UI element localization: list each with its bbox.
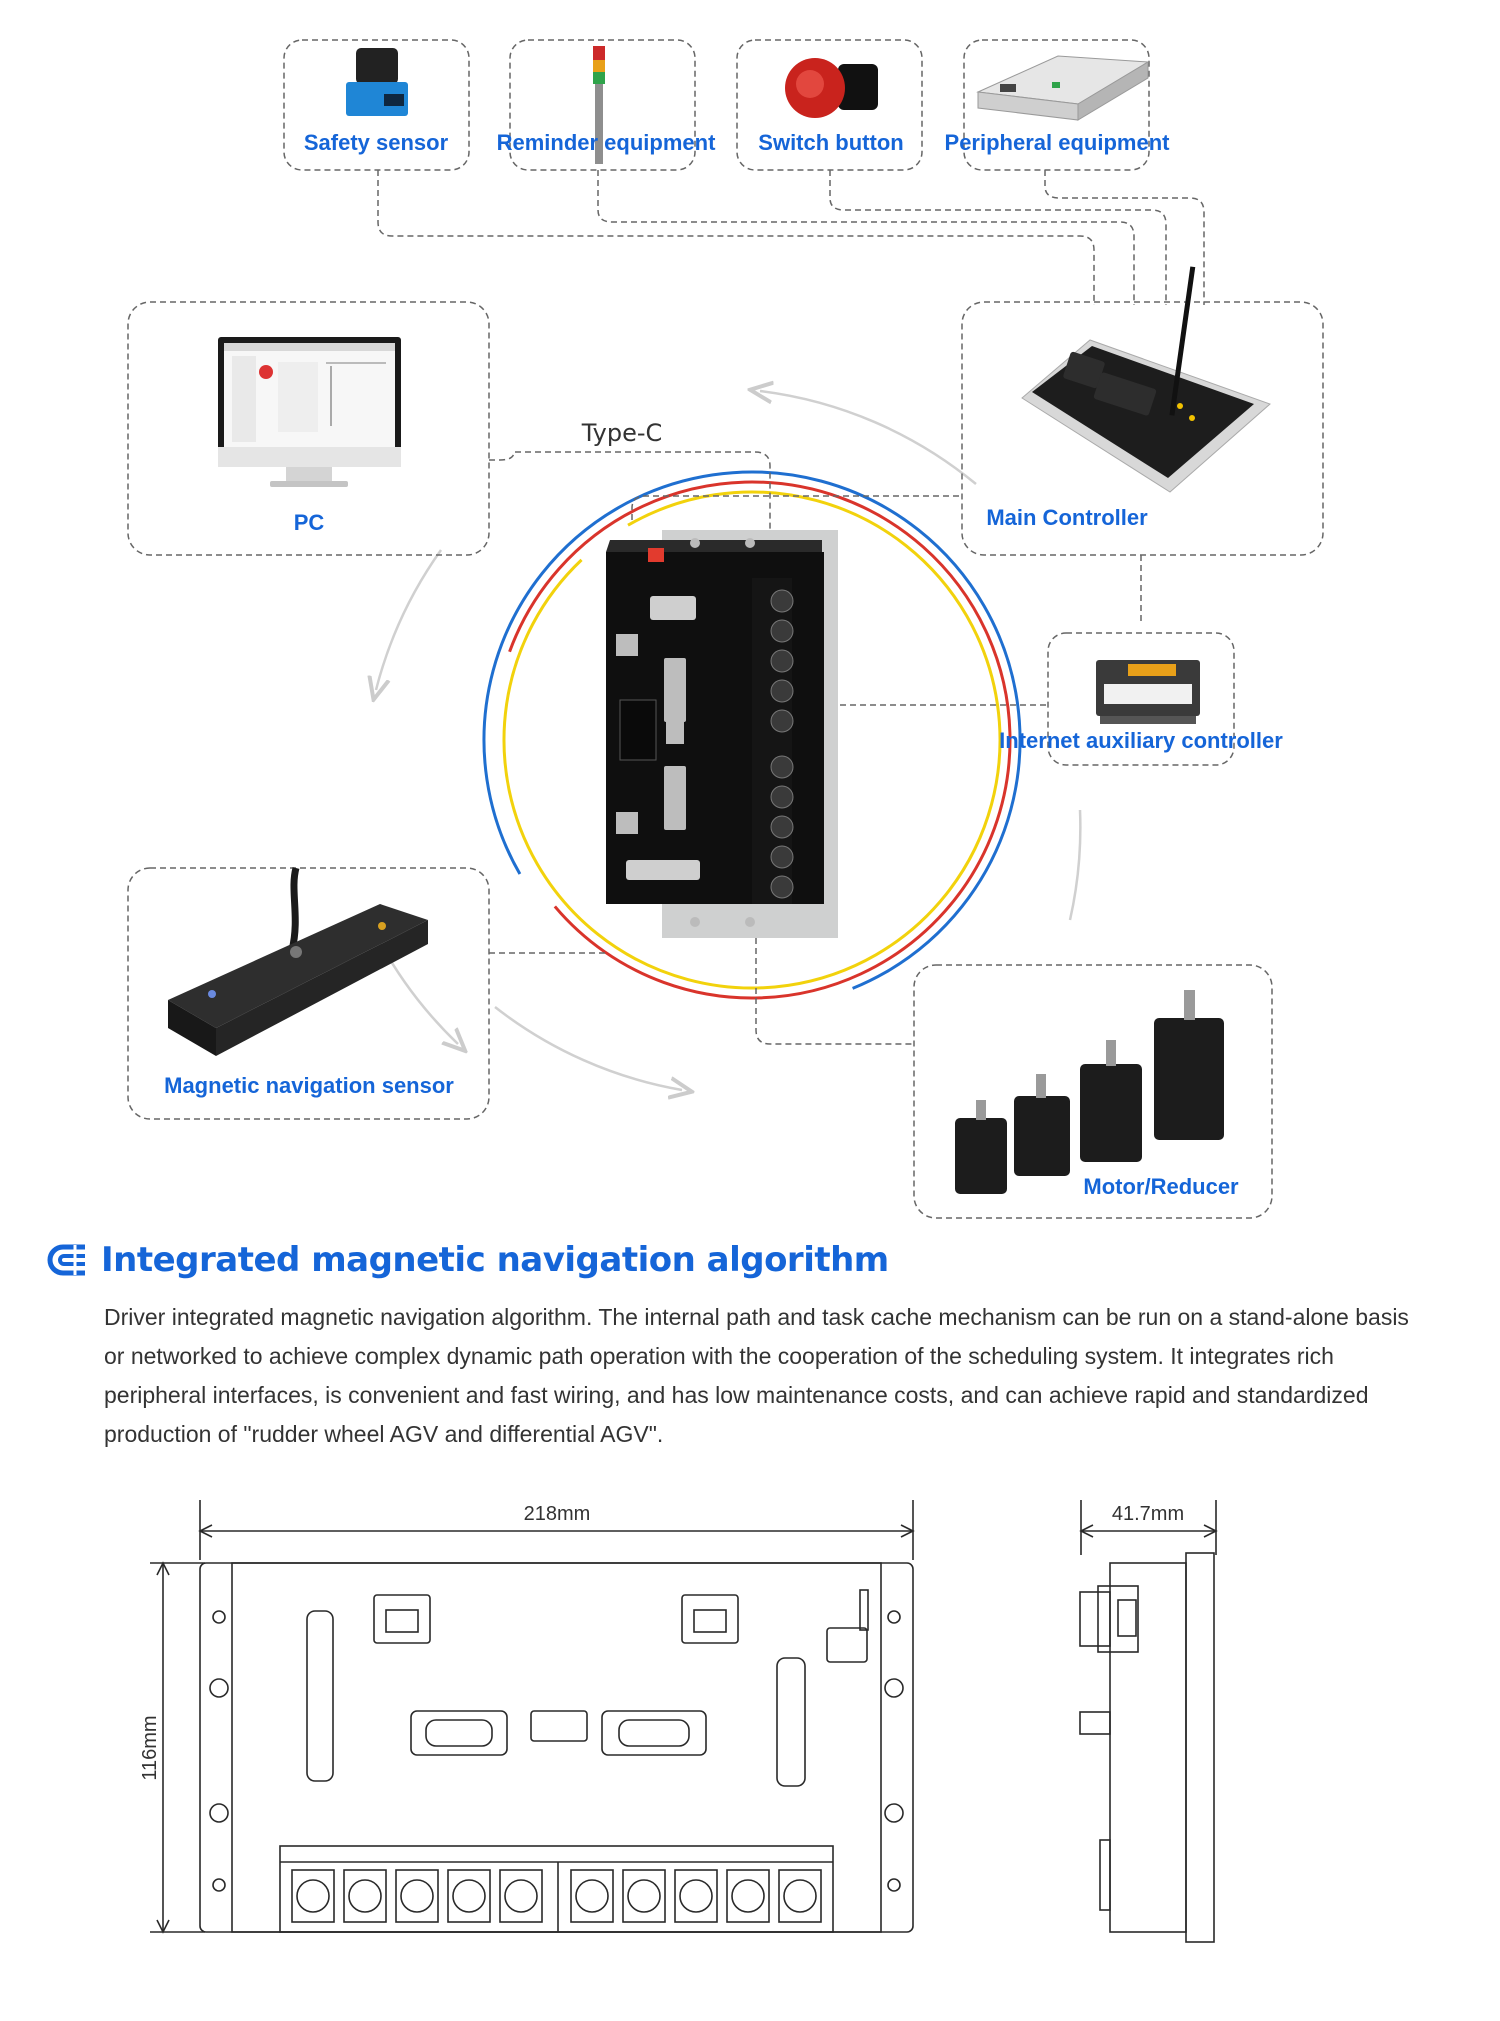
- magnetic-nav-sensor-label: Magnetic navigation sensor: [164, 1073, 454, 1098]
- safety-sensor-node: Safety sensor: [283, 39, 470, 171]
- side-view-drawing: [1079, 1500, 1218, 1943]
- switch-button-node: Switch button: [736, 39, 923, 171]
- main-controller-icon: [1021, 266, 1271, 493]
- rj45-port-bottom: [616, 812, 638, 834]
- section-description: Driver integrated magnetic navigation al…: [104, 1304, 1409, 1447]
- color-rings: [482, 470, 1022, 1010]
- db-connector-top: [650, 596, 696, 620]
- reminder-equipment-node: Reminder equipment: [497, 39, 716, 171]
- agv-vehicle-icon: [976, 55, 1150, 121]
- signal-tower-icon: [593, 46, 605, 164]
- main-controller-node: Main Controller: [961, 266, 1324, 556]
- switch-button-label: Switch button: [758, 130, 903, 155]
- motor-reducer-node: Motor/Reducer: [913, 964, 1273, 1219]
- section-title: Integrated magnetic navigation algorithm: [101, 1240, 889, 1280]
- width-dimension-label: 218mm: [524, 1503, 591, 1525]
- depth-dimension-label: 41.7mm: [1112, 1503, 1184, 1525]
- terminal-block: [752, 578, 794, 904]
- db-connector-mid: [664, 658, 686, 722]
- rj45-port-top: [616, 634, 638, 656]
- section-heading: Integrated magnetic navigation algorithm: [45, 1232, 889, 1288]
- internet-aux-controller-label: Internet auxiliary controller: [999, 728, 1283, 753]
- internet-aux-controller-node: Internet auxiliary controller: [999, 632, 1283, 766]
- type-c-label: Type-C: [581, 419, 663, 447]
- db-connector-bottom: [626, 860, 700, 880]
- emergency-stop-button-icon: [785, 58, 878, 118]
- pc-label: PC: [294, 510, 325, 535]
- motor-reducer-label: Motor/Reducer: [1083, 1174, 1239, 1199]
- main-controller-label: Main Controller: [986, 505, 1148, 530]
- safety-sensor-icon: [346, 48, 408, 116]
- motor-connector-line: [755, 938, 914, 1045]
- pc-node: PC: [127, 301, 490, 556]
- magnetic-nav-sensor-node: Magnetic navigation sensor: [127, 867, 490, 1120]
- main-controller-connectors: [631, 495, 1142, 622]
- reminder-equipment-label: Reminder equipment: [497, 130, 716, 155]
- magnet-icon: [47, 1244, 85, 1276]
- peripheral-equipment-node: Peripheral equipment: [945, 39, 1171, 171]
- motor-icon: [955, 990, 1224, 1194]
- driver-board: [606, 530, 838, 938]
- monitor-icon: [218, 337, 401, 487]
- top-connector-lines: [377, 170, 1205, 305]
- magnetic-sensor-icon: [168, 867, 428, 1056]
- aux-controller-icon: [1096, 660, 1200, 724]
- safety-sensor-label: Safety sensor: [304, 130, 449, 155]
- height-dimension-label: 116mm: [139, 1715, 161, 1780]
- peripheral-equipment-label: Peripheral equipment: [945, 130, 1171, 155]
- db-connector-low: [664, 766, 686, 830]
- rotation-arrows: [363, 391, 1082, 1090]
- front-view-drawing: [150, 1500, 915, 1934]
